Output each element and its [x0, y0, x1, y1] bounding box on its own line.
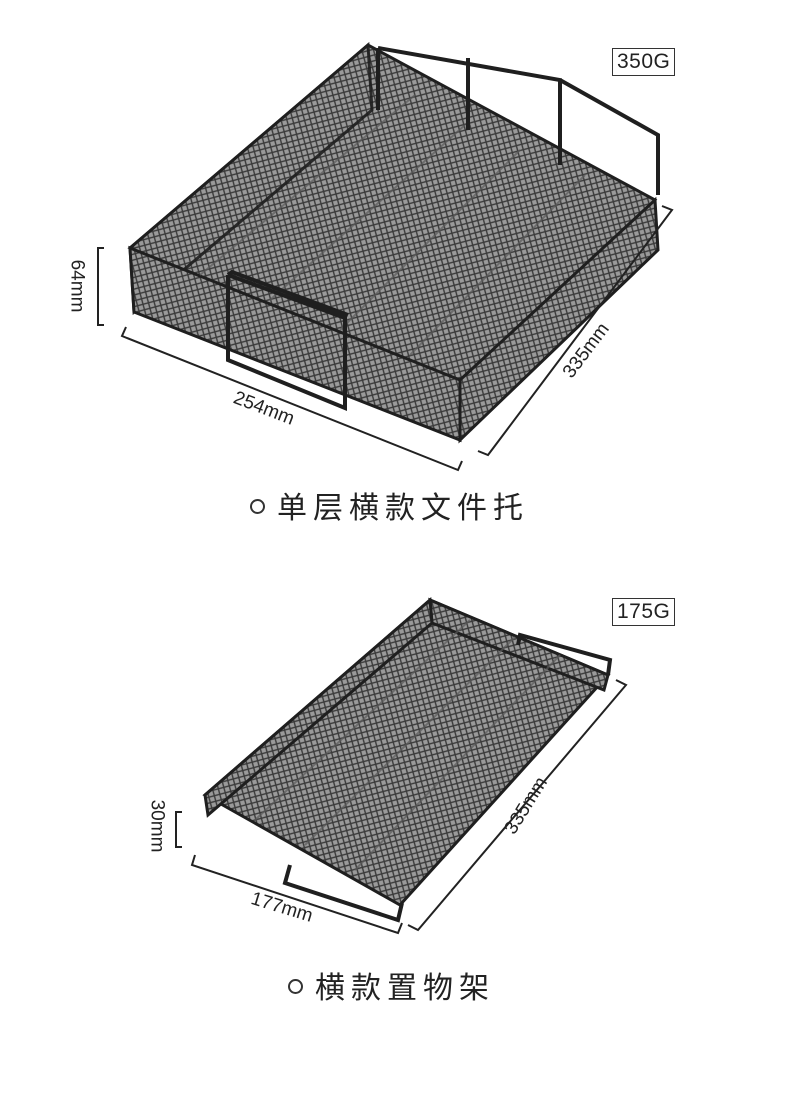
- back-wire-handle: [516, 632, 613, 676]
- caption-text: 单层横款文件托: [277, 491, 529, 526]
- product-caption: 单层横款文件托: [250, 483, 529, 527]
- dimension-lines: [97, 205, 674, 472]
- weight-label: 350G: [612, 48, 676, 76]
- file-tray-product: 350G 64mm 254mm 335mm 单层横款文件托: [0, 0, 790, 545]
- dimension-lines: [175, 679, 628, 935]
- shelf-tray-product: 175G 30mm 177mm 335mm 横款置物架: [0, 575, 790, 1015]
- shelf-tray-illustration: [175, 596, 628, 935]
- front-wire-handle: [226, 269, 349, 411]
- back-wire-handle: [376, 46, 660, 195]
- height-dimension-label: 30mm: [146, 799, 168, 853]
- file-tray-illustration: [97, 41, 674, 472]
- height-dimension-label: 64mm: [66, 259, 88, 313]
- product-caption: 横款置物架: [288, 963, 495, 1007]
- circle-bullet-icon: [250, 499, 265, 514]
- circle-bullet-icon: [288, 979, 303, 994]
- front-wire-handle: [282, 864, 404, 923]
- tray-body: [127, 41, 660, 444]
- caption-text: 横款置物架: [315, 971, 495, 1006]
- weight-label: 175G: [612, 598, 676, 626]
- tray-body: [202, 596, 611, 907]
